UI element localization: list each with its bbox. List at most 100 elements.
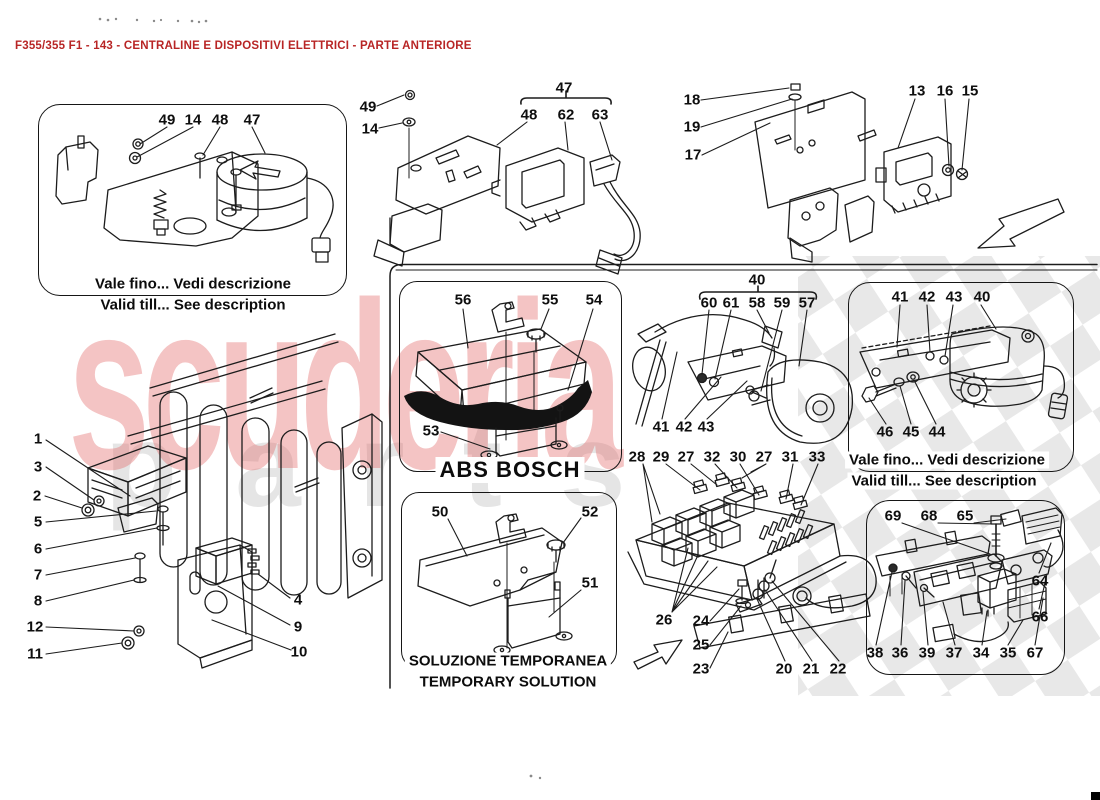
fusebox-relays bbox=[651, 489, 755, 567]
leaders-fusebox bbox=[642, 463, 840, 669]
callout-41: 41 bbox=[891, 288, 909, 306]
callout-10: 10 bbox=[290, 643, 308, 661]
leaders-abs bbox=[440, 308, 594, 450]
callout-37: 37 bbox=[945, 644, 963, 662]
fusebox-loose-fuses bbox=[692, 472, 808, 511]
leaders-right-mid bbox=[868, 304, 997, 425]
leaders-top-middle bbox=[376, 90, 613, 161]
drawing-ecu-bracket bbox=[373, 89, 641, 275]
callout-14: 14 bbox=[361, 120, 379, 138]
callout-24: 24 bbox=[692, 612, 710, 630]
callout-31: 31 bbox=[781, 448, 799, 466]
callout-43: 43 bbox=[945, 288, 963, 306]
callout-41: 41 bbox=[652, 418, 670, 436]
callout-36: 36 bbox=[891, 644, 909, 662]
leaders-top-right bbox=[700, 87, 970, 171]
callout-46: 46 bbox=[876, 423, 894, 441]
callout-12: 12 bbox=[26, 618, 44, 636]
callout-49: 49 bbox=[158, 111, 176, 129]
panel-right-mid bbox=[848, 282, 1074, 472]
callout-69: 69 bbox=[884, 507, 902, 525]
callout-35: 35 bbox=[999, 644, 1017, 662]
drawing-fusebox bbox=[627, 472, 877, 670]
callout-42: 42 bbox=[918, 288, 936, 306]
callout-68: 68 bbox=[920, 507, 938, 525]
drawing-siren-bracket bbox=[859, 325, 1069, 420]
callout-39: 39 bbox=[918, 644, 936, 662]
callout-4: 4 bbox=[293, 591, 303, 609]
callout-47: 47 bbox=[555, 79, 573, 97]
callout-62: 62 bbox=[557, 106, 575, 124]
caption-valid-it-left: Vale fino... Vedi descrizione bbox=[91, 275, 295, 293]
callout-61: 61 bbox=[722, 294, 740, 312]
callout-57: 57 bbox=[798, 294, 816, 312]
leaders-left bbox=[44, 439, 292, 655]
callout-7: 7 bbox=[33, 566, 43, 584]
callout-66: 66 bbox=[1031, 608, 1049, 626]
callout-32: 32 bbox=[703, 448, 721, 466]
callout-20: 20 bbox=[775, 660, 793, 678]
callout-43: 43 bbox=[697, 418, 715, 436]
callout-22: 22 bbox=[829, 660, 847, 678]
callout-13: 13 bbox=[908, 82, 926, 100]
callout-15: 15 bbox=[961, 82, 979, 100]
callout-25: 25 bbox=[692, 636, 710, 654]
callout-33: 33 bbox=[808, 448, 826, 466]
callout-18: 18 bbox=[683, 91, 701, 109]
callout-55: 55 bbox=[541, 291, 559, 309]
callout-63: 63 bbox=[591, 106, 609, 124]
callout-1: 1 bbox=[33, 430, 43, 448]
page-title: F355/355 F1 - 143 - CENTRALINE E DISPOSI… bbox=[15, 40, 472, 52]
callout-64: 64 bbox=[1031, 572, 1049, 590]
callout-8: 8 bbox=[33, 592, 43, 610]
callout-26: 26 bbox=[655, 611, 673, 629]
callout-52: 52 bbox=[581, 503, 599, 521]
callout-28: 28 bbox=[628, 448, 646, 466]
callout-5: 5 bbox=[33, 513, 43, 531]
caption-temporary-it: SOLUZIONE TEMPORANEA bbox=[404, 652, 612, 670]
callout-45: 45 bbox=[902, 423, 920, 441]
callout-53: 53 bbox=[422, 422, 440, 440]
callout-30: 30 bbox=[729, 448, 747, 466]
caption-valid-en-right: Valid till... See description bbox=[847, 472, 1041, 490]
drawing-grille-relays bbox=[81, 333, 383, 669]
callout-49: 49 bbox=[359, 98, 377, 116]
callout-2: 2 bbox=[32, 487, 42, 505]
callout-3: 3 bbox=[33, 458, 43, 476]
callout-58: 58 bbox=[748, 294, 766, 312]
callout-42: 42 bbox=[675, 418, 693, 436]
callout-50: 50 bbox=[431, 503, 449, 521]
caption-abs-bosch: ABS BOSCH bbox=[435, 457, 585, 483]
caption-temporary-en: TEMPORARY SOLUTION bbox=[415, 673, 601, 691]
fusebox-fuse-bank bbox=[758, 509, 814, 556]
callout-16: 16 bbox=[936, 82, 954, 100]
callout-48: 48 bbox=[520, 106, 538, 124]
callout-11: 11 bbox=[27, 645, 43, 663]
drawing-panel-ecu13 bbox=[754, 83, 1065, 263]
callout-47: 47 bbox=[243, 111, 261, 129]
leaders-horn bbox=[661, 285, 818, 420]
leaders-top-left bbox=[136, 126, 266, 158]
callout-21: 21 bbox=[802, 660, 820, 678]
panel-top-left bbox=[38, 104, 347, 296]
leaders-bottom-right bbox=[875, 518, 1052, 646]
callout-67: 67 bbox=[1026, 644, 1044, 662]
scan-specks bbox=[98, 17, 542, 780]
callout-40: 40 bbox=[973, 288, 991, 306]
callout-60: 60 bbox=[700, 294, 718, 312]
drawing-horn-group bbox=[632, 314, 854, 444]
callout-54: 54 bbox=[585, 291, 603, 309]
callout-19: 19 bbox=[683, 118, 701, 136]
panel-abs-bosch bbox=[399, 281, 622, 472]
callout-34: 34 bbox=[972, 644, 990, 662]
callout-44: 44 bbox=[928, 423, 946, 441]
callout-38: 38 bbox=[866, 644, 884, 662]
callout-59: 59 bbox=[773, 294, 791, 312]
caption-valid-en-left: Valid till... See description bbox=[96, 296, 290, 314]
callout-48: 48 bbox=[211, 111, 229, 129]
drawing-abs-unit bbox=[404, 301, 592, 460]
leaders-temporary bbox=[447, 517, 582, 618]
callout-65: 65 bbox=[956, 507, 974, 525]
